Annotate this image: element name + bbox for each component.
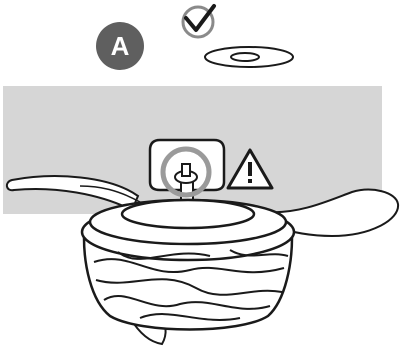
- fan-body: [82, 200, 294, 330]
- washer-ring-icon: [205, 47, 293, 67]
- check-mark-icon: [183, 6, 214, 37]
